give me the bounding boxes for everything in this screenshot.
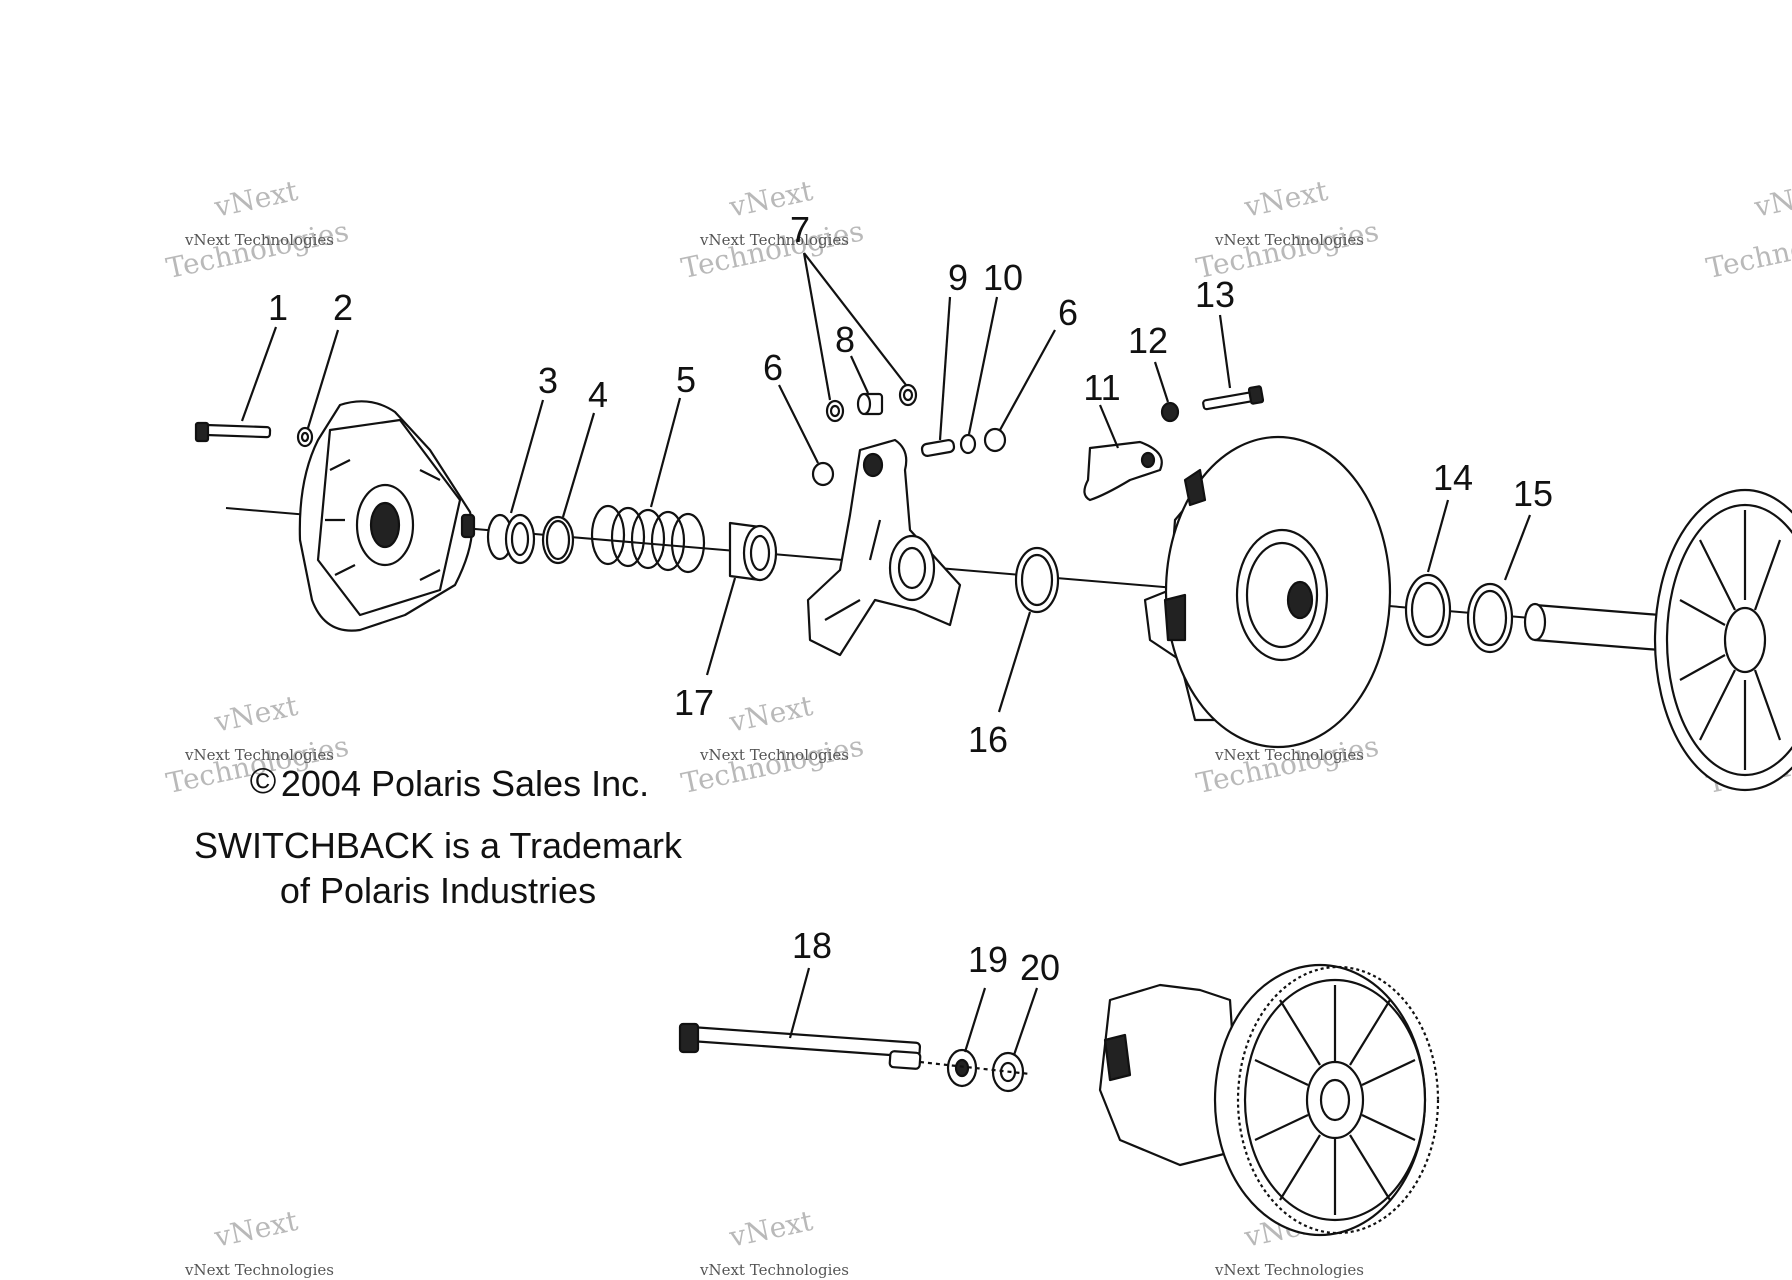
- part-17-sleeve: [728, 521, 778, 582]
- svg-text:vNext Technologies: vNext Technologies: [699, 231, 849, 249]
- callout-4: 4: [588, 374, 608, 415]
- callout-17: 17: [674, 682, 714, 723]
- svg-text:vNext Technologies: vNext Technologies: [1214, 1261, 1364, 1279]
- copyright-symbol: ©: [250, 760, 277, 801]
- svg-text:vNext Technologies: vNext Technologies: [699, 1261, 849, 1279]
- callout-20: 20: [1020, 947, 1060, 988]
- part-16-ring: [1014, 546, 1060, 614]
- part-1-bolt: [194, 421, 272, 443]
- part-14-bushing: [1404, 573, 1452, 647]
- callout-6b: 6: [1058, 292, 1078, 333]
- callout-19: 19: [968, 939, 1008, 980]
- watermark: vNext vNext Technologies: [699, 1204, 849, 1279]
- watermark: vNext Technologies vNext Technologies: [163, 174, 351, 285]
- copyright-line-1: 2004 Polaris Sales Inc.: [281, 763, 649, 804]
- watermark: vNext Technologies vNext Technologies: [1193, 174, 1381, 285]
- part-18-bolt: [678, 1022, 922, 1070]
- copyright-line-2: SWITCHBACK is a Trademark: [194, 825, 683, 866]
- part-cover: [298, 400, 476, 632]
- part-9-pin: [920, 439, 956, 457]
- callout-5: 5: [676, 359, 696, 400]
- callout-7: 7: [790, 209, 810, 250]
- leader-lines: [240, 252, 1532, 1056]
- copyright-line-3: of Polaris Industries: [280, 870, 596, 911]
- svg-text:Technologies: Technologies: [678, 214, 866, 285]
- part-6-button-right: [983, 427, 1007, 453]
- callout-13: 13: [1195, 274, 1235, 315]
- callout-15: 15: [1513, 473, 1553, 514]
- watermark: vNext Technologies vNext Technologies: [678, 174, 866, 285]
- part-moveable-sheave: [1143, 435, 1392, 749]
- copyright-notice: © 2004 Polaris Sales Inc. SWITCHBACK is …: [194, 760, 683, 911]
- part-5-spring: [590, 504, 706, 574]
- callout-8: 8: [835, 319, 855, 360]
- svg-text:vNext Technologies: vNext Technologies: [184, 746, 334, 764]
- svg-text:vNext Technologies: vNext Technologies: [1214, 746, 1364, 764]
- callout-3: 3: [538, 360, 558, 401]
- part-spider: [806, 438, 962, 657]
- watermark: vNext vNext Technologies: [184, 1204, 334, 1279]
- callout-12: 12: [1128, 320, 1168, 361]
- part-12-nut: [1160, 401, 1180, 423]
- callout-18: 18: [792, 925, 832, 966]
- svg-text:vNext Technologies: vNext Technologies: [184, 231, 334, 249]
- part-8-bushing: [856, 392, 884, 416]
- svg-text:Technologies: Technologies: [678, 729, 866, 800]
- part-19-washer: [946, 1048, 978, 1088]
- svg-text:vNext Technologies: vNext Technologies: [184, 1261, 334, 1279]
- svg-text:Technologies: Technologies: [1703, 214, 1792, 285]
- svg-text:vNext: vNext: [726, 689, 817, 739]
- watermark: vNext Technologies: [1703, 174, 1792, 285]
- callout-11: 11: [1083, 367, 1120, 408]
- svg-text:vNext: vNext: [726, 1204, 817, 1254]
- part-7-washers: [825, 383, 918, 423]
- callout-10: 10: [983, 257, 1023, 298]
- svg-text:vNext: vNext: [211, 689, 302, 739]
- callout-16: 16: [968, 719, 1008, 760]
- bolt-axis-dash: [919, 1060, 1031, 1076]
- svg-text:vNext Technologies: vNext Technologies: [699, 746, 849, 764]
- part-6-button-left: [811, 461, 835, 487]
- part-fixed-sheave: [1523, 488, 1792, 792]
- part-4-ring: [541, 515, 575, 565]
- callout-9: 9: [948, 257, 968, 298]
- svg-text:vNext Technologies: vNext Technologies: [1214, 231, 1364, 249]
- svg-text:Technologies: Technologies: [163, 214, 351, 285]
- svg-text:vNext: vNext: [1751, 174, 1792, 224]
- part-15-ring: [1466, 582, 1514, 654]
- part-10-washer: [959, 433, 977, 455]
- callout-6: 6: [763, 347, 783, 388]
- assembled-clutch: [1098, 963, 1440, 1237]
- part-3-bushing: [486, 513, 536, 565]
- svg-text:vNext: vNext: [1241, 174, 1332, 224]
- callout-1: 1: [268, 287, 288, 328]
- part-11-weight: [1083, 440, 1163, 502]
- callout-2: 2: [333, 287, 353, 328]
- part-13-bolt: [1202, 385, 1265, 411]
- svg-text:vNext: vNext: [211, 174, 302, 224]
- callout-14: 14: [1433, 457, 1473, 498]
- svg-text:vNext: vNext: [211, 1204, 302, 1254]
- part-2-nut: [296, 426, 314, 448]
- callouts: 1 2 3 4 5 6 7 8 9 10 6 11 12 13 14 15 16…: [268, 209, 1553, 988]
